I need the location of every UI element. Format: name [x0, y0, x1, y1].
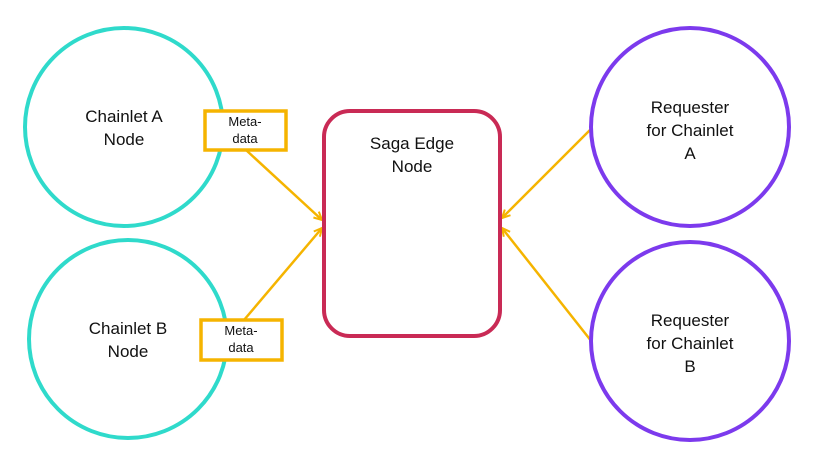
- chainlet-b-node: Chainlet B Node: [27, 238, 229, 440]
- metadata-a-box: Meta- data: [203, 109, 288, 152]
- metadata-b-box: Meta- data: [199, 318, 284, 362]
- chainlet-b-circle: [27, 238, 229, 440]
- chainlet-b-label-line2: Node: [108, 342, 149, 361]
- requester-b-label-line1: Requester: [651, 311, 730, 330]
- metadata-a-label-line2: data: [232, 131, 258, 146]
- chainlet-a-node: Chainlet A Node: [23, 26, 225, 228]
- chainlet-a-circle: [23, 26, 225, 228]
- requester-a-label-line3: A: [684, 144, 696, 163]
- arrow-metadata-b-to-edge: [243, 228, 322, 321]
- requester-a-circle: [589, 26, 791, 228]
- arrow-requester-b-to-edge: [502, 228, 593, 343]
- metadata-b-label-line1: Meta-: [224, 323, 257, 338]
- chainlet-b-label-line1: Chainlet B: [89, 319, 167, 338]
- metadata-a-label-line1: Meta-: [228, 114, 261, 129]
- requester-a-node: Requester for Chainlet A: [589, 26, 791, 228]
- arrow-metadata-a-to-edge: [245, 149, 322, 220]
- metadata-b-label-line2: data: [228, 340, 254, 355]
- saga-edge-node: Saga Edge Node: [322, 109, 502, 338]
- requester-b-node: Requester for Chainlet B: [589, 240, 791, 442]
- requester-a-label-line1: Requester: [651, 98, 730, 117]
- saga-edge-rect: [322, 109, 502, 338]
- requester-b-label-line2: for Chainlet: [647, 334, 734, 353]
- requester-b-label-line3: B: [684, 357, 695, 376]
- saga-edge-label-line2: Node: [392, 157, 433, 176]
- chainlet-a-label-line2: Node: [104, 130, 145, 149]
- requester-b-circle: [589, 240, 791, 442]
- metadata-b-rect: [199, 318, 284, 362]
- arrow-requester-a-to-edge: [502, 127, 593, 218]
- requester-a-label-line2: for Chainlet: [647, 121, 734, 140]
- saga-edge-label-line1: Saga Edge: [370, 134, 454, 153]
- chainlet-a-label-line1: Chainlet A: [85, 107, 163, 126]
- metadata-a-rect: [203, 109, 288, 152]
